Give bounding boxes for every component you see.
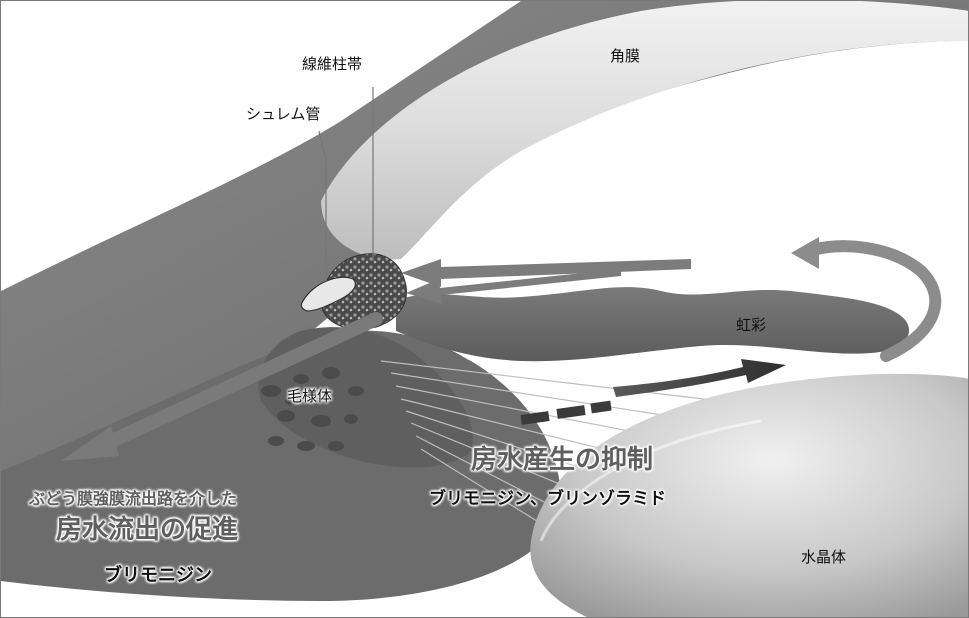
arrow-production [520,359,786,425]
arrow-uveoscleral [94,312,383,453]
ciliary-body-label: 毛様体 [287,387,333,405]
schlemm-canal-label: シュレム管 [246,105,321,123]
cornea-shape [321,1,968,260]
iris-shape [396,287,910,362]
cornea-label: 角膜 [610,47,641,65]
lens-label: 水晶体 [801,548,847,566]
trabecular-meshwork-label: 線維柱帯 [302,55,363,73]
production-drugs: ブリモニジン、ブリンゾラミド [429,489,666,509]
lens-shape [530,373,968,617]
production-title: 房水産生の抑制 [471,445,654,475]
ciliary-mass [258,327,473,468]
schlemm-canal-shape [300,276,356,312]
arrow-iris-circulation [803,240,942,362]
arrow-trabecular-upper [401,259,691,287]
uveoscleral-line2: 房水流出の促進 [56,515,239,545]
uveoscleral-drug: ブリモニジン [104,565,212,586]
arrow-trabecular-lower [406,269,621,304]
uveoscleral-line1: ぶどう膜強膜流出路を介した [29,489,238,508]
iris-label: 虹彩 [736,316,767,334]
